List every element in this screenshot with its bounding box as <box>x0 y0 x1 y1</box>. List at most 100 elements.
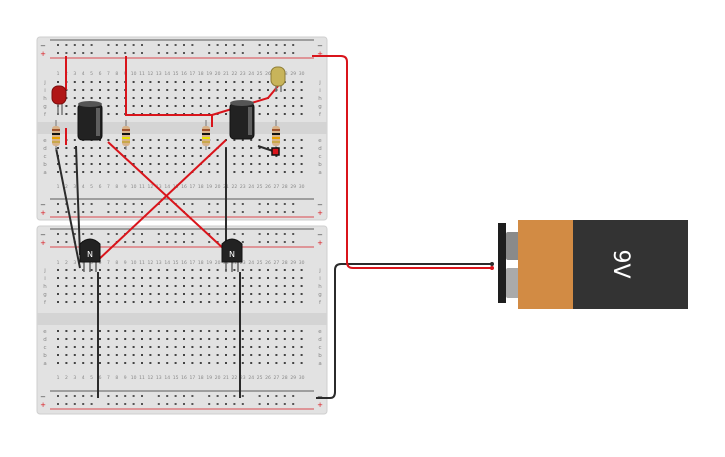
rail-hole <box>267 241 269 243</box>
rail-hole <box>107 52 110 54</box>
breadboard-hole <box>174 269 177 271</box>
breadboard-hole <box>157 155 160 157</box>
breadboard-hole <box>267 105 269 107</box>
breadboard-hole <box>132 139 135 141</box>
breadboard-hole <box>267 277 269 279</box>
breadboard-hole <box>90 89 93 91</box>
rail-hole <box>90 395 93 397</box>
rail-hole <box>275 44 278 46</box>
column-number: 11 <box>139 184 145 190</box>
rail-hole <box>124 395 127 397</box>
rail-hole <box>191 233 194 235</box>
column-number: 1 <box>57 184 60 190</box>
breadboard-hole <box>90 163 93 165</box>
resistor-2[interactable] <box>122 120 130 150</box>
breadboard-hole <box>99 277 101 279</box>
breadboard-hole <box>157 139 160 141</box>
breadboard-hole <box>241 269 244 271</box>
breadboard-hole <box>73 330 76 332</box>
breadboard-bottom[interactable] <box>36 225 328 415</box>
breadboard-hole <box>82 285 85 287</box>
breadboard-hole <box>107 97 110 99</box>
breadboard-hole <box>258 346 261 348</box>
battery-terminal-negative <box>506 268 520 298</box>
row-letter: i <box>319 88 321 94</box>
breadboard-hole <box>141 301 143 303</box>
breadboard-hole <box>283 277 286 279</box>
breadboard-hole <box>292 269 295 271</box>
resistor-3[interactable] <box>202 120 210 150</box>
breadboard-hole <box>65 113 68 115</box>
breadboard-hole <box>99 269 101 271</box>
breadboard-hole <box>65 293 68 295</box>
rail-plus-label: + <box>40 50 46 58</box>
breadboard-hole <box>250 277 253 279</box>
breadboard-hole <box>241 171 244 173</box>
breadboard-hole <box>216 97 219 99</box>
breadboard-hole <box>258 155 261 157</box>
rail-hole <box>82 211 85 213</box>
breadboard-hole <box>141 346 143 348</box>
breadboard-hole <box>141 330 143 332</box>
breadboard-hole <box>199 346 202 348</box>
rail-hole <box>90 203 93 205</box>
rail-hole <box>107 203 110 205</box>
rail-hole <box>208 403 211 405</box>
breadboard-hole <box>258 285 261 287</box>
breadboard-hole <box>141 362 143 364</box>
row-letter: f <box>44 112 47 118</box>
wire-black-battery-negative <box>316 263 492 399</box>
breadboard-hole <box>115 89 118 91</box>
breadboard-hole <box>82 277 85 279</box>
column-number: 18 <box>198 375 204 381</box>
rail-hole <box>283 233 286 235</box>
breadboard-hole <box>115 293 118 295</box>
breadboard-hole <box>191 89 194 91</box>
battery-9v[interactable]: 9V <box>498 220 688 309</box>
breadboard-hole <box>233 293 236 295</box>
breadboard-hole <box>99 354 101 356</box>
breadboard-hole <box>90 81 93 83</box>
column-number: 28 <box>282 375 288 381</box>
breadboard-hole <box>157 81 160 83</box>
breadboard-hole <box>183 354 185 356</box>
resistor-1[interactable] <box>52 120 60 150</box>
row-letter: h <box>318 284 322 290</box>
breadboard-hole <box>292 155 295 157</box>
wire-red-cross-1 <box>107 141 239 263</box>
column-number: 20 <box>215 71 221 77</box>
breadboard-hole <box>99 97 101 99</box>
column-number: 8 <box>115 375 118 381</box>
breadboard-hole <box>99 81 101 83</box>
rail-hole <box>141 203 143 205</box>
breadboard-hole <box>225 362 227 364</box>
row-letter: a <box>318 361 321 367</box>
capacitor-left[interactable] <box>77 101 103 141</box>
breadboard-hole <box>107 277 110 279</box>
resistor-4[interactable] <box>271 120 280 156</box>
led-yellow[interactable] <box>270 66 286 92</box>
column-number: 12 <box>148 260 154 266</box>
breadboard-hole <box>191 81 194 83</box>
breadboard-hole <box>258 338 261 340</box>
breadboard-hole <box>241 139 244 141</box>
breadboard-hole <box>82 346 85 348</box>
breadboard-hole <box>65 354 68 356</box>
breadboard-hole <box>73 354 76 356</box>
rail-hole <box>174 52 177 54</box>
breadboard-hole <box>208 81 211 83</box>
rail-hole <box>216 211 219 213</box>
rail-hole <box>124 44 127 46</box>
rail-hole <box>216 44 219 46</box>
rail-hole <box>283 241 286 243</box>
breadboard-hole <box>99 362 101 364</box>
breadboard-hole <box>141 338 143 340</box>
capacitor-right[interactable] <box>229 100 255 140</box>
transistor-right[interactable]: N <box>221 238 243 272</box>
led-red[interactable] <box>51 85 67 115</box>
column-number: 21 <box>223 71 229 77</box>
rail-hole <box>141 52 143 54</box>
column-number: 16 <box>181 71 187 77</box>
breadboard-hole <box>216 293 219 295</box>
transistor-left[interactable]: N <box>79 238 101 272</box>
